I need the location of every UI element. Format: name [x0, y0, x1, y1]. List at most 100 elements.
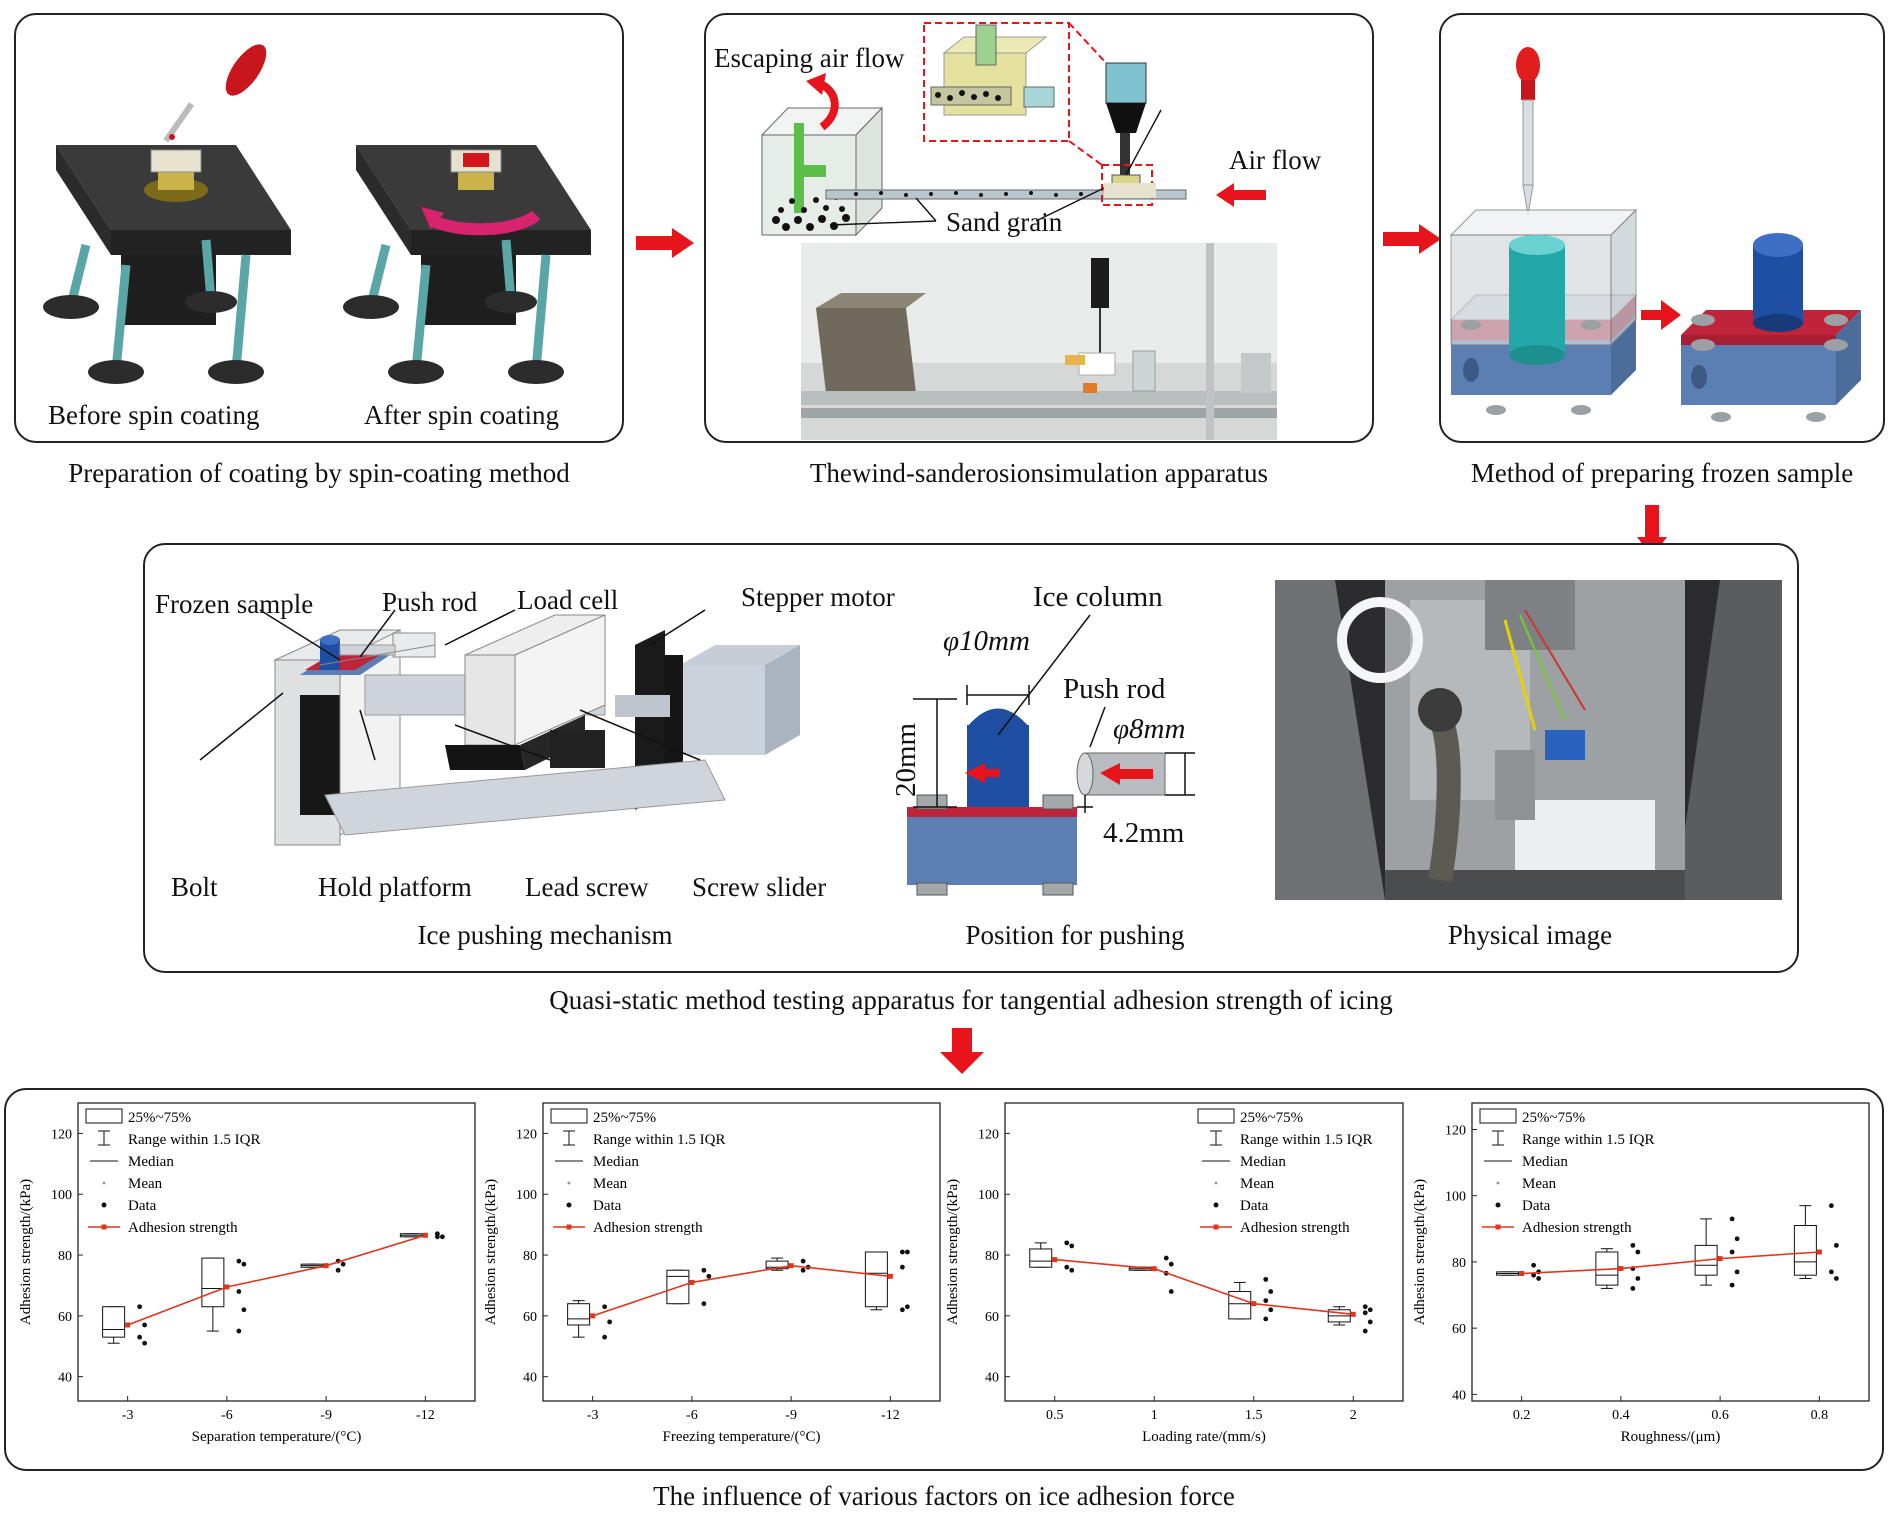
- spin-coater-after: [343, 145, 591, 384]
- flow-arrow-4: [940, 1028, 984, 1074]
- x-tick-label: 0.5: [1046, 1408, 1064, 1423]
- airflow-arrow: [1216, 183, 1266, 207]
- y-tick-label: 60: [523, 1310, 537, 1325]
- adhesion-strength-point: [1618, 1266, 1624, 1272]
- adhesion-strength-point: [1717, 1256, 1723, 1262]
- bottom-caption: The influence of various factors on ice …: [653, 1481, 1235, 1511]
- data-point: [236, 1328, 242, 1334]
- adhesion-strength-point: [1251, 1301, 1257, 1307]
- adhesion-strength-line: [592, 1264, 891, 1317]
- legend-text: Range within 1.5 IQR: [1240, 1132, 1373, 1148]
- legend-text: Range within 1.5 IQR: [1522, 1132, 1655, 1148]
- adhesion-strength-point: [1052, 1257, 1058, 1263]
- data-point: [1734, 1269, 1740, 1275]
- data-point: [1630, 1286, 1636, 1291]
- legend-mean-icon: [567, 1181, 571, 1185]
- screw-slider-label: Screw slider: [692, 872, 827, 902]
- legend-data-icon: [101, 1202, 107, 1208]
- before-spin-label: Before spin coating: [48, 400, 260, 430]
- legend-text: Data: [128, 1198, 157, 1214]
- data-point: [241, 1307, 247, 1313]
- adhesion-strength-point: [1350, 1311, 1356, 1317]
- legend-text: Mean: [593, 1176, 628, 1192]
- x-axis-label: Separation temperature/(°C): [192, 1429, 362, 1445]
- collection-box: [760, 106, 884, 237]
- data-point: [602, 1304, 608, 1310]
- adhesion-strength-line: [127, 1234, 426, 1326]
- sand-hopper: [1105, 62, 1147, 196]
- chart-legend: 25%~75%Range within 1.5 IQRMedianMeanDat…: [1197, 1108, 1373, 1236]
- y-axis-label: Adhesion strength/(kPa): [18, 1179, 34, 1325]
- legend-text: Adhesion strength: [128, 1220, 238, 1236]
- mold-assembly: [1449, 208, 1638, 415]
- y-tick-label: 40: [58, 1371, 72, 1386]
- y-tick-label: 60: [985, 1310, 999, 1325]
- adhesion-strength-point: [689, 1279, 695, 1285]
- data-point: [241, 1261, 247, 1267]
- legend-box-icon: [85, 1108, 123, 1124]
- air-flow-label: Air flow: [1229, 145, 1322, 175]
- plot-frame: [77, 1102, 476, 1402]
- data-point: [1630, 1242, 1636, 1248]
- sand-grains: [772, 194, 850, 231]
- data-point: [899, 1307, 905, 1313]
- adhesion-strength-point: [1519, 1271, 1525, 1277]
- data-point: [340, 1261, 346, 1267]
- x-tick-label: -9: [785, 1408, 797, 1423]
- data-point: [1828, 1203, 1834, 1209]
- data-point: [1635, 1249, 1641, 1255]
- legend-data-icon: [1213, 1202, 1219, 1208]
- data-point: [1729, 1249, 1735, 1255]
- iqr-box: [1793, 1225, 1817, 1276]
- data-point: [904, 1304, 910, 1310]
- legend-text: Adhesion strength: [593, 1220, 703, 1236]
- y-tick-label: 80: [985, 1249, 999, 1264]
- legend-text: Median: [1240, 1154, 1286, 1170]
- frozen-sample-label: Frozen sample: [155, 589, 314, 619]
- data-point: [1734, 1236, 1740, 1242]
- data-point: [1362, 1310, 1368, 1316]
- legend-mean-icon: [1496, 1181, 1500, 1185]
- mechanism-caption: Ice pushing mechanism: [417, 920, 673, 950]
- adhesion-strength-point: [323, 1263, 329, 1269]
- y-axis-label: Adhesion strength/(kPa): [1412, 1179, 1428, 1325]
- x-tick-label: 0.4: [1612, 1408, 1630, 1423]
- y-tick-label: 100: [978, 1188, 999, 1203]
- spin-coating-panel: Before spin coating After spin coating: [14, 13, 624, 443]
- data-point: [1268, 1307, 1274, 1313]
- x-tick-label: 1: [1151, 1408, 1158, 1423]
- adhesion-strength-point: [1151, 1266, 1157, 1272]
- phi8-dimension: φ8mm: [1113, 713, 1186, 745]
- nozzle-inset: [923, 22, 1107, 166]
- legend-text: Data: [1240, 1198, 1269, 1214]
- plot-frame: [1004, 1102, 1404, 1402]
- y-tick-label: 80: [523, 1249, 537, 1264]
- adhesion-strength-point: [224, 1284, 230, 1290]
- data-point: [602, 1334, 608, 1340]
- adhesion-strength-point: [590, 1313, 596, 1319]
- x-tick-label: -3: [122, 1408, 134, 1423]
- x-axis-label: Freezing temperature/(°C): [662, 1429, 820, 1445]
- iqr-box: [102, 1306, 126, 1338]
- data-point: [137, 1334, 143, 1340]
- chart-legend: 25%~75%Range within 1.5 IQRMedianMeanDat…: [550, 1108, 726, 1236]
- data-point: [899, 1264, 905, 1270]
- data-point: [1531, 1272, 1537, 1278]
- x-tick-label: -9: [320, 1408, 332, 1423]
- x-tick-label: 0.8: [1811, 1408, 1829, 1423]
- legend-mean-icon: [102, 1181, 106, 1185]
- erosion-schematic: [760, 22, 1266, 237]
- height-20mm-dimension: 20mm: [890, 722, 922, 797]
- legend-data-icon: [566, 1202, 572, 1208]
- data-point: [1635, 1276, 1641, 1281]
- x-tick-label: -6: [686, 1408, 698, 1423]
- legend-data-icon: [1495, 1202, 1501, 1208]
- bolt-label: Bolt: [171, 872, 218, 902]
- plot-frame: [1471, 1102, 1870, 1402]
- x-tick-label: 2: [1350, 1408, 1357, 1423]
- data-point: [1168, 1289, 1174, 1294]
- legend-mean-icon: [1214, 1181, 1218, 1185]
- adhesion-strength-point: [887, 1273, 893, 1279]
